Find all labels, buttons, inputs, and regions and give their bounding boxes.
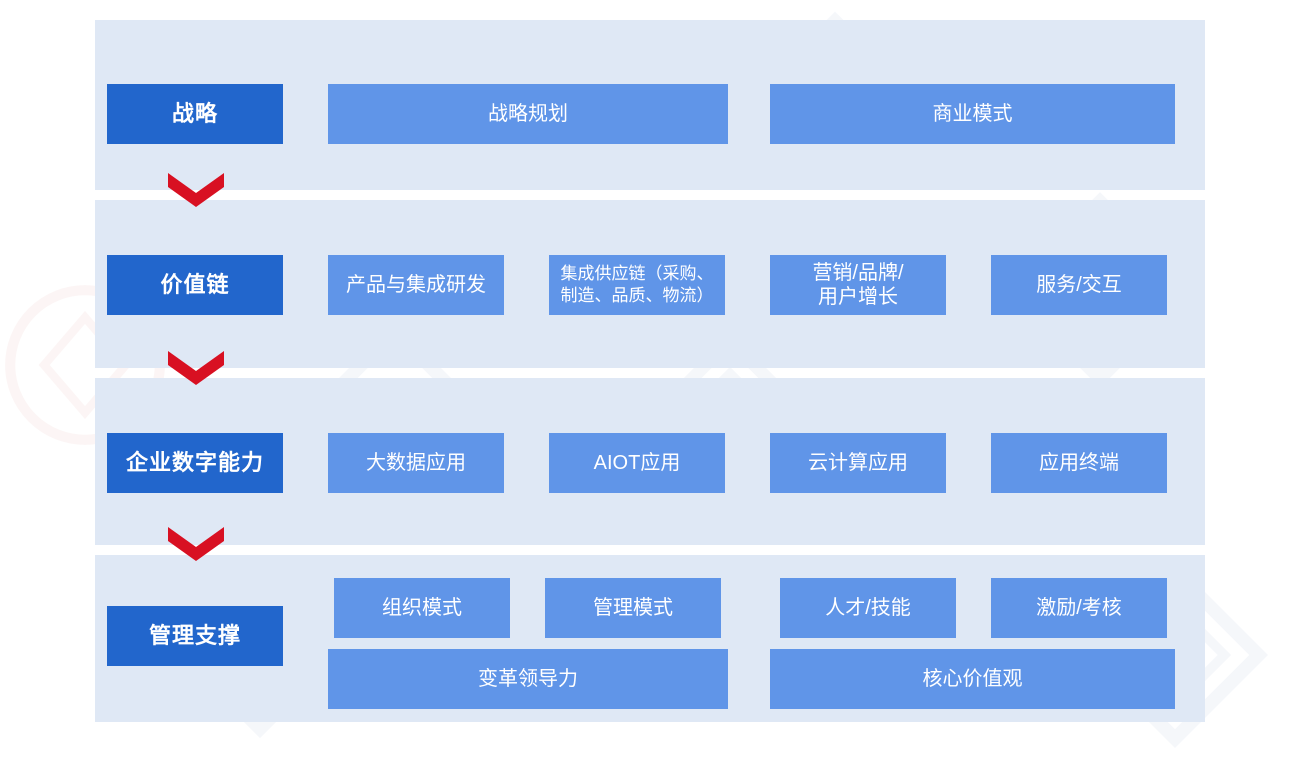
tier-item-integrated-supply-chain[interactable]: 集成供应链（采购、 制造、品质、物流） [549,255,725,315]
tier-item-big-data[interactable]: 大数据应用 [328,433,504,493]
tier-item-service-interaction[interactable]: 服务/交互 [991,255,1167,315]
tier-label-value-chain[interactable]: 价值链 [107,255,283,315]
tier-item-core-values[interactable]: 核心价值观 [770,649,1175,709]
tier-item-marketing-brand-growth[interactable]: 营销/品牌/ 用户增长 [770,255,946,315]
tier-label-strategy[interactable]: 战略 [107,84,283,144]
tier-item-talent-skills[interactable]: 人才/技能 [780,578,956,638]
arrow-value-chain-to-digital-capability [168,351,224,385]
arrow-strategy-to-value-chain [168,173,224,207]
tier-item-aiot[interactable]: AIOT应用 [549,433,725,493]
tier-item-change-leadership[interactable]: 变革领导力 [328,649,728,709]
tier-item-organization-model[interactable]: 组织模式 [334,578,510,638]
tier-item-business-model[interactable]: 商业模式 [770,84,1175,144]
tier-item-application-terminal[interactable]: 应用终端 [991,433,1167,493]
tier-label-management-support[interactable]: 管理支撑 [107,606,283,666]
tier-item-cloud-computing[interactable]: 云计算应用 [770,433,946,493]
tier-item-product-rnd[interactable]: 产品与集成研发 [328,255,504,315]
tier-item-strategy-planning[interactable]: 战略规划 [328,84,728,144]
arrow-digital-capability-to-management-support [168,527,224,561]
tier-item-incentive-assessment[interactable]: 激励/考核 [991,578,1167,638]
tier-label-digital-capability[interactable]: 企业数字能力 [107,433,283,493]
tier-item-management-model[interactable]: 管理模式 [545,578,721,638]
